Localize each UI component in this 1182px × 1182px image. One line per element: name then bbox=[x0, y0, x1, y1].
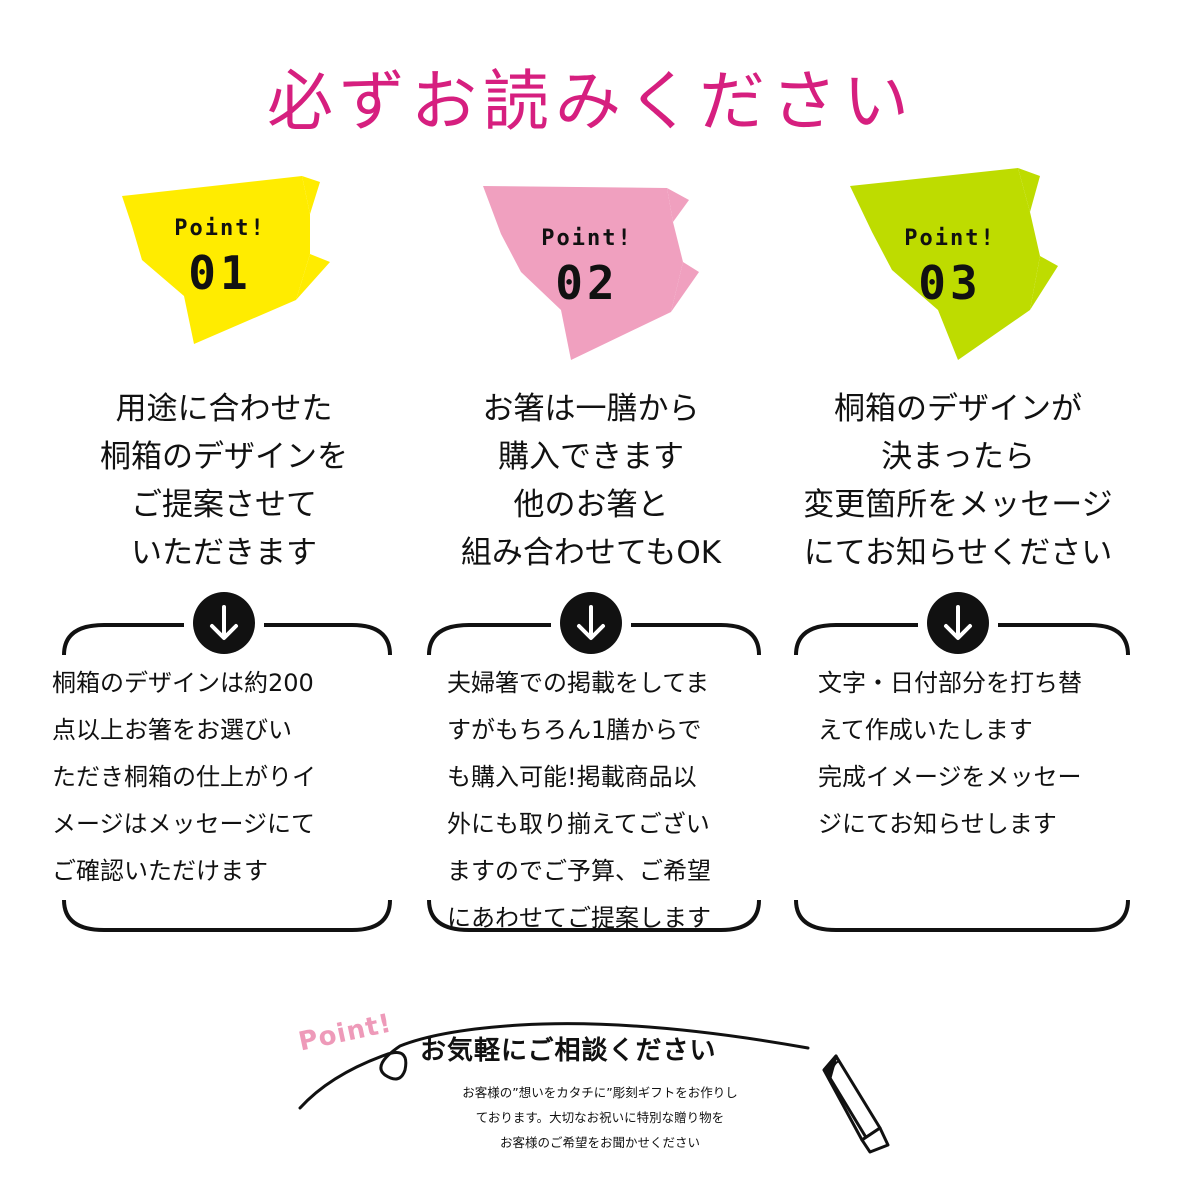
badge-1 bbox=[122, 176, 330, 344]
point-1-frame bbox=[62, 623, 392, 932]
badge-3-number: 03 bbox=[918, 256, 982, 310]
point-card-3: Point! 03 桐箱のデザインが 決まったら 変更箇所をメッセージ にてお知… bbox=[768, 0, 1148, 1182]
point-1-heading: 用途に合わせた 桐箱のデザインを ご提案させて いただきます bbox=[100, 391, 348, 571]
arrow-down-icon bbox=[560, 592, 622, 654]
badge-3-point-label: Point! bbox=[904, 226, 996, 251]
point-card-2: Point! 02 お箸は一膳から 購入できます 他のお箸と 組み合わせてもOK… bbox=[401, 0, 781, 1182]
badge-2-point-label: Point! bbox=[541, 226, 633, 251]
badge-2-number: 02 bbox=[555, 256, 619, 310]
point-3-heading: 桐箱のデザインが 決まったら 変更箇所をメッセージ にてお知らせください bbox=[803, 391, 1113, 571]
badge-1-number: 01 bbox=[188, 246, 252, 300]
point-3-frame bbox=[794, 623, 1130, 932]
consult-body: お客様の”想いをカタチに”彫刻ギフトをお作りし ております。大切なお祝いに特別な… bbox=[462, 1085, 738, 1150]
point-2-body: 夫婦箸での掲載をしてま すがもちろん1膳からで も購入可能!掲載商品以 外にも取… bbox=[447, 669, 711, 932]
point-3-body: 文字・日付部分を打ち替 えて作成いたします 完成イメージをメッセー ジにてお知ら… bbox=[818, 669, 1082, 838]
arrow-down-icon bbox=[927, 592, 989, 654]
pencil-icon bbox=[822, 1054, 890, 1154]
point-card-1: Point! 01 用途に合わせた 桐箱のデザインを ご提案させて いただきます… bbox=[34, 0, 414, 1182]
consult-title: お気軽にご相談ください bbox=[420, 1036, 717, 1066]
point-2-heading: お箸は一膳から 購入できます 他のお箸と 組み合わせてもOK bbox=[460, 391, 722, 571]
badge-3 bbox=[850, 168, 1058, 360]
badge-2 bbox=[483, 186, 699, 360]
badge-1-point-label: Point! bbox=[174, 216, 266, 241]
arrow-down-icon bbox=[193, 592, 255, 654]
point-1-body: 桐箱のデザインは約200 点以上お箸をお選びい ただき桐箱の仕上がりイ メージは… bbox=[52, 669, 316, 885]
point-2-frame bbox=[427, 623, 761, 932]
page-title: 必ずお読みください bbox=[267, 63, 915, 140]
